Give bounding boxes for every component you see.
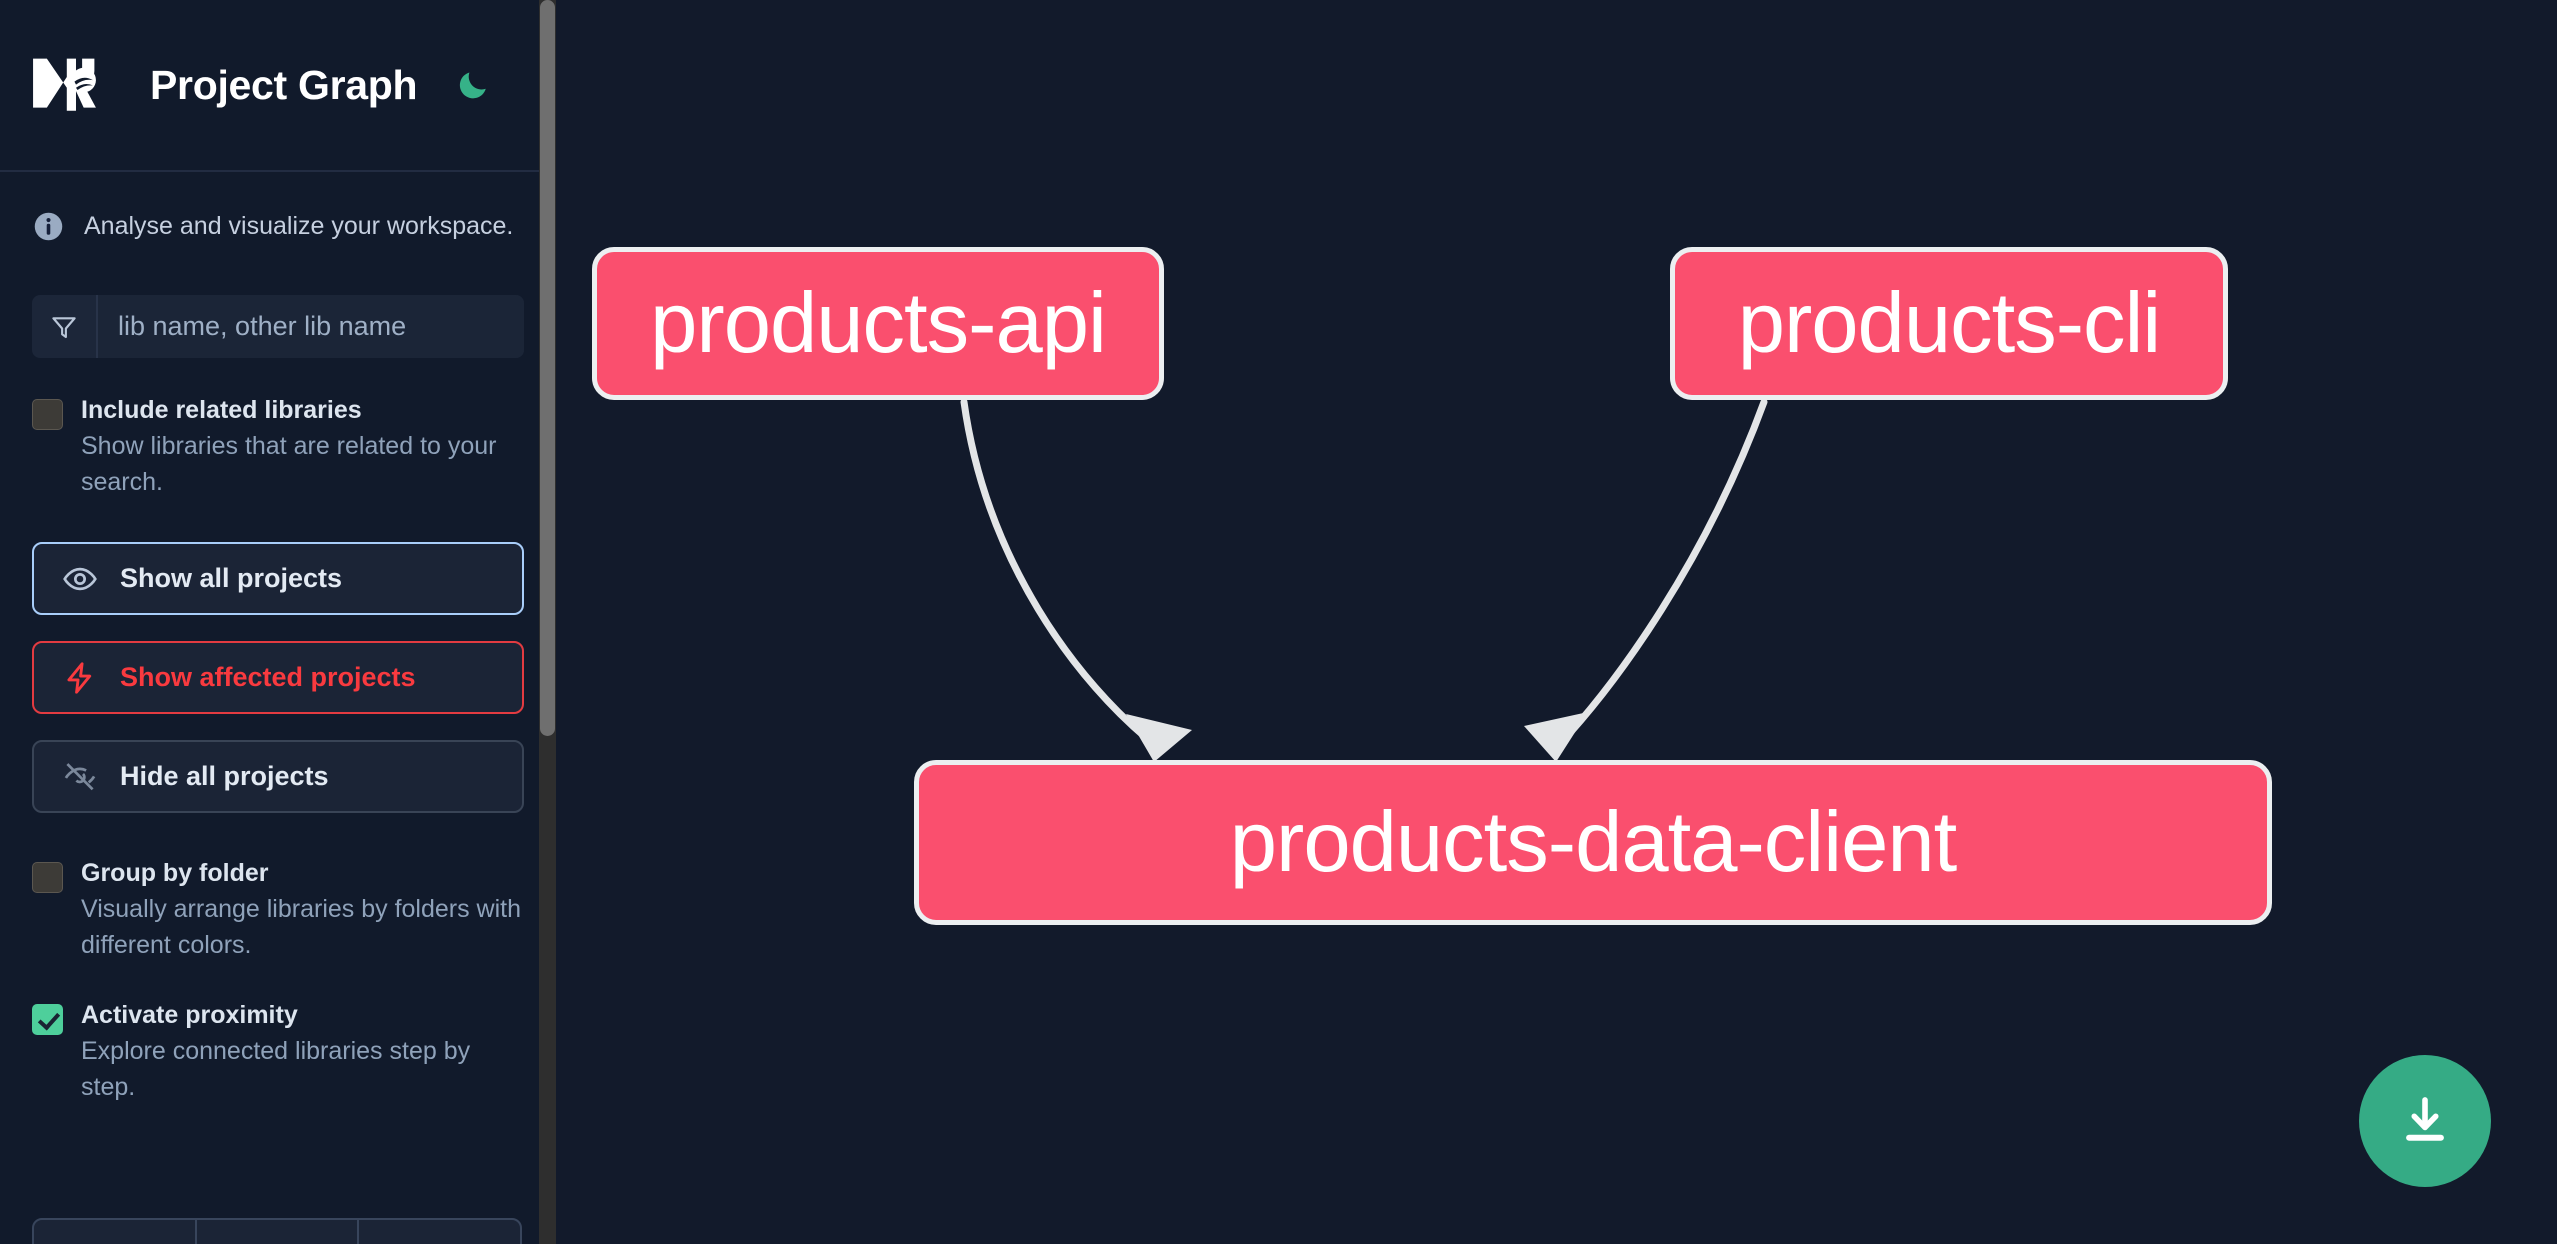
- download-graph-image-button[interactable]: [2359, 1055, 2491, 1187]
- edge-products-api-to-products-data-client: [960, 398, 1160, 750]
- hide-all-projects-button[interactable]: Hide all projects: [32, 740, 524, 813]
- checkbox-group-by-folder[interactable]: Group by folder Visually arrange librari…: [32, 857, 524, 963]
- search-field[interactable]: [32, 295, 524, 358]
- checkbox-description: Explore connected libraries step by step…: [81, 1037, 471, 1101]
- sidebar-header: Project Graph: [0, 0, 556, 172]
- segment-option-1[interactable]: [34, 1220, 197, 1244]
- checkbox-box[interactable]: [32, 862, 63, 893]
- sidebar: Project Graph Analyse and visualize your…: [0, 0, 556, 1244]
- arrowhead-products-api: [1126, 714, 1192, 762]
- checkbox-label: Group by folder: [81, 859, 269, 887]
- funnel-icon: [32, 295, 98, 358]
- graph-node-products-cli[interactable]: products-cli: [1670, 247, 2228, 400]
- arrowhead-products-cli: [1524, 712, 1588, 762]
- segment-option-3[interactable]: [359, 1220, 520, 1244]
- show-all-projects-button[interactable]: Show all projects: [32, 542, 524, 615]
- node-label: products-cli: [1737, 275, 2162, 371]
- eye-off-icon: [62, 759, 98, 795]
- edge-products-cli-to-products-data-client: [1554, 398, 1768, 750]
- checkbox-label: Activate proximity: [81, 1001, 298, 1029]
- checkbox-label: Include related libraries: [81, 396, 362, 424]
- page-title: Project Graph: [150, 61, 418, 108]
- checkbox-include-related-libraries[interactable]: Include related libraries Show libraries…: [32, 394, 524, 500]
- button-label: Show all projects: [120, 563, 343, 593]
- segment-option-2[interactable]: [197, 1220, 360, 1244]
- sidebar-body: Analyse and visualize your workspace. In…: [0, 210, 556, 1105]
- button-label: Show affected projects: [120, 662, 416, 692]
- node-label: products-data-client: [1229, 794, 1957, 890]
- nx-logo-icon: [30, 54, 122, 116]
- download-icon: [2397, 1092, 2453, 1151]
- search-input[interactable]: [98, 295, 524, 358]
- graph-canvas[interactable]: products-api products-cli products-data-…: [556, 0, 2557, 1244]
- button-label: Hide all projects: [120, 761, 329, 791]
- checkbox-box[interactable]: [32, 1004, 63, 1035]
- checkbox-description: Visually arrange libraries by folders wi…: [81, 895, 522, 959]
- show-affected-projects-button[interactable]: Show affected projects: [32, 641, 524, 714]
- sidebar-scrollbar[interactable]: [539, 0, 556, 1244]
- checkbox-description: Show libraries that are related to your …: [81, 432, 497, 496]
- eye-icon: [62, 561, 98, 597]
- proximity-segmented-control[interactable]: [32, 1218, 522, 1244]
- moon-icon[interactable]: [455, 66, 491, 104]
- graph-edges: [960, 398, 1768, 762]
- checkbox-activate-proximity[interactable]: Activate proximity Explore connected lib…: [32, 999, 524, 1105]
- sidebar-scrollbar-thumb[interactable]: [540, 0, 555, 736]
- lightning-icon: [62, 660, 98, 696]
- graph-node-products-api[interactable]: products-api: [592, 247, 1164, 400]
- tagline-text: Analyse and visualize your workspace.: [84, 212, 514, 240]
- info-icon: [32, 210, 65, 243]
- checkbox-box[interactable]: [32, 399, 63, 430]
- tagline: Analyse and visualize your workspace.: [32, 210, 524, 243]
- graph-node-products-data-client[interactable]: products-data-client: [914, 760, 2272, 925]
- node-label: products-api: [650, 275, 1107, 371]
